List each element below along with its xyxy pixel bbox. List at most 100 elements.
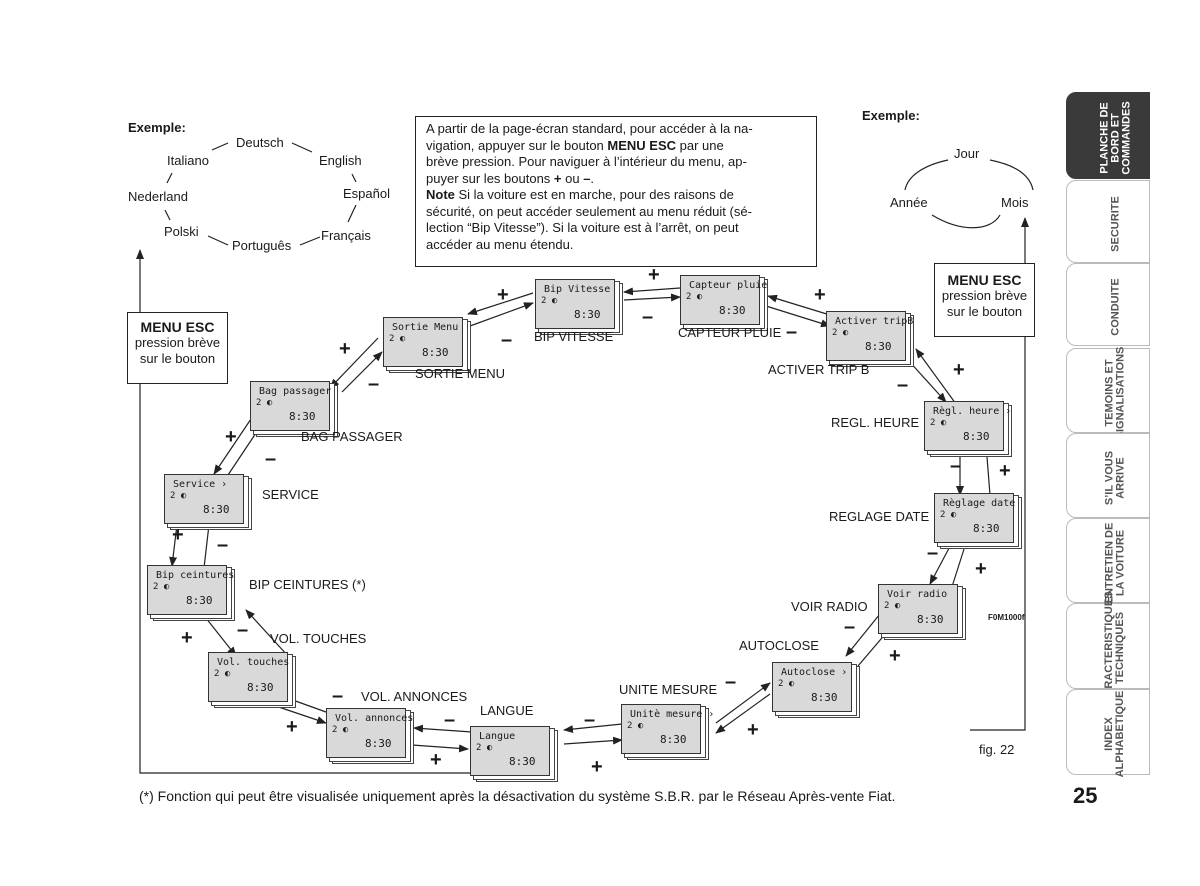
- minus-sign: –: [927, 542, 939, 564]
- display-icon: 2 ◐: [256, 398, 273, 408]
- page-number: 25: [1073, 783, 1098, 808]
- plus-sign: +: [181, 627, 193, 649]
- lang-deutsch: Deutsch: [236, 135, 284, 150]
- label-unite-mesure: UNITE MESURE: [619, 682, 718, 697]
- right-example-heading: Exemple:: [862, 108, 920, 123]
- minus-sign: –: [844, 616, 856, 638]
- lang-espanol: Español: [343, 186, 390, 201]
- chapter-tab-label: CONDUITE: [1108, 277, 1121, 336]
- display-time: 8:30: [811, 691, 838, 704]
- display-time: 8:30: [973, 522, 1000, 535]
- plus-sign: +: [747, 719, 759, 741]
- minus-sign: –: [265, 448, 277, 470]
- menu-esc-left-box: MENU ESC pression brève sur le bouton: [127, 312, 228, 384]
- left-example-heading: Exemple:: [128, 120, 186, 135]
- figure-code: F0M1000f: [988, 613, 1025, 622]
- lang-portugues: Português: [232, 238, 292, 253]
- display-text: Sortie Menu: [392, 322, 459, 333]
- display-icon: 2 ◐: [541, 296, 558, 306]
- display-icon: 2 ◐: [686, 292, 703, 302]
- display-icon: 2 ◐: [332, 725, 349, 735]
- chapter-tab[interactable]: SECURITE: [1066, 180, 1150, 263]
- plus-sign: +: [953, 359, 965, 381]
- intro-text: A partir de la page-écran standard, pour…: [426, 121, 753, 252]
- display-screen: Règl. heure ›2 ◐8:30: [924, 401, 1011, 451]
- display-icon: 2 ◐: [832, 328, 849, 338]
- chapter-tab[interactable]: S’IL VOUS ARRIVE: [1066, 433, 1150, 518]
- display-icon: 2 ◐: [389, 334, 406, 344]
- display-icon: 2 ◐: [627, 721, 644, 731]
- lang-italiano: Italiano: [167, 153, 209, 168]
- display-time: 8:30: [509, 755, 536, 768]
- chapter-tab-label: S’IL VOUS ARRIVE: [1103, 450, 1126, 505]
- plus-sign: +: [286, 716, 298, 738]
- display-text: Bip Vitesse: [544, 284, 611, 295]
- minus-sign: –: [897, 374, 909, 396]
- display-text: Autoclose ›: [781, 667, 848, 678]
- display-time: 8:30: [186, 594, 213, 607]
- display-text: Bip ceintures: [156, 570, 235, 581]
- intro-text-box: A partir de la page-écran standard, pour…: [415, 116, 817, 267]
- label-vol-annonces: VOL. ANNONCES: [361, 689, 468, 704]
- plus-sign: +: [497, 284, 509, 306]
- display-text: Service ›: [173, 479, 228, 490]
- plus-sign: +: [430, 749, 442, 771]
- display-time: 8:30: [203, 503, 230, 516]
- display-text: Voir radio: [887, 589, 948, 600]
- chapter-tab[interactable]: INDEX ALPHABETIQUE: [1066, 689, 1150, 777]
- minus-sign: –: [332, 685, 344, 707]
- chapter-tab-label: TEMOINS ET SIGNALISATIONS: [1103, 346, 1126, 439]
- display-text: Bag passager: [259, 386, 332, 397]
- display-text: Langue: [479, 731, 516, 742]
- plus-sign: +: [814, 284, 826, 306]
- display-text: Capteur pluie: [689, 280, 768, 291]
- minus-sign: –: [501, 329, 513, 351]
- display-screen: Service ›2 ◐ 8:30: [164, 474, 244, 524]
- minus-sign: –: [237, 619, 249, 641]
- label-reglage-date: REGLAGE DATE: [829, 509, 930, 524]
- plus-sign: +: [889, 645, 901, 667]
- plus-sign: +: [999, 460, 1011, 482]
- chapter-tab[interactable]: PLANCHE DE BORD ET COMMANDES: [1066, 92, 1150, 179]
- plus-sign: +: [225, 426, 237, 448]
- display-screen: Unitè mesure ›2 ◐8:30: [621, 704, 714, 754]
- display-text: Vol. touches: [217, 657, 290, 668]
- label-langue: LANGUE: [480, 703, 534, 718]
- label-bag-passager: BAG PASSAGER: [301, 429, 403, 444]
- chapter-tab[interactable]: ENTRETIEN DE LA VOITURE: [1066, 518, 1150, 603]
- display-text: Règlage date: [943, 498, 1016, 509]
- minus-sign: –: [368, 373, 380, 395]
- display-time: 8:30: [660, 733, 687, 746]
- display-icon: 2 ◐: [170, 491, 187, 501]
- chapter-tab[interactable]: CARACTERISTIQUES TECHNIQUES: [1066, 591, 1150, 705]
- label-vol-touches: VOL. TOUCHES: [270, 631, 367, 646]
- display-icon: 2 ◐: [476, 743, 493, 753]
- figure-label: fig. 22: [979, 742, 1015, 757]
- chapter-tab[interactable]: CONDUITE: [1066, 263, 1150, 346]
- display-icon: 2 ◐: [884, 601, 901, 611]
- display-icon: 2 ◐: [214, 669, 231, 679]
- display-time: 8:30: [574, 308, 601, 321]
- display-icon: 2 ◐: [940, 510, 957, 520]
- minus-sign: –: [950, 455, 962, 477]
- display-text: Règl. heure ›: [933, 406, 1012, 417]
- chapter-tab[interactable]: TEMOINS ET SIGNALISATIONS: [1066, 346, 1150, 439]
- minus-sign: –: [217, 534, 229, 556]
- plus-sign: +: [591, 756, 603, 778]
- display-time: 8:30: [963, 430, 990, 443]
